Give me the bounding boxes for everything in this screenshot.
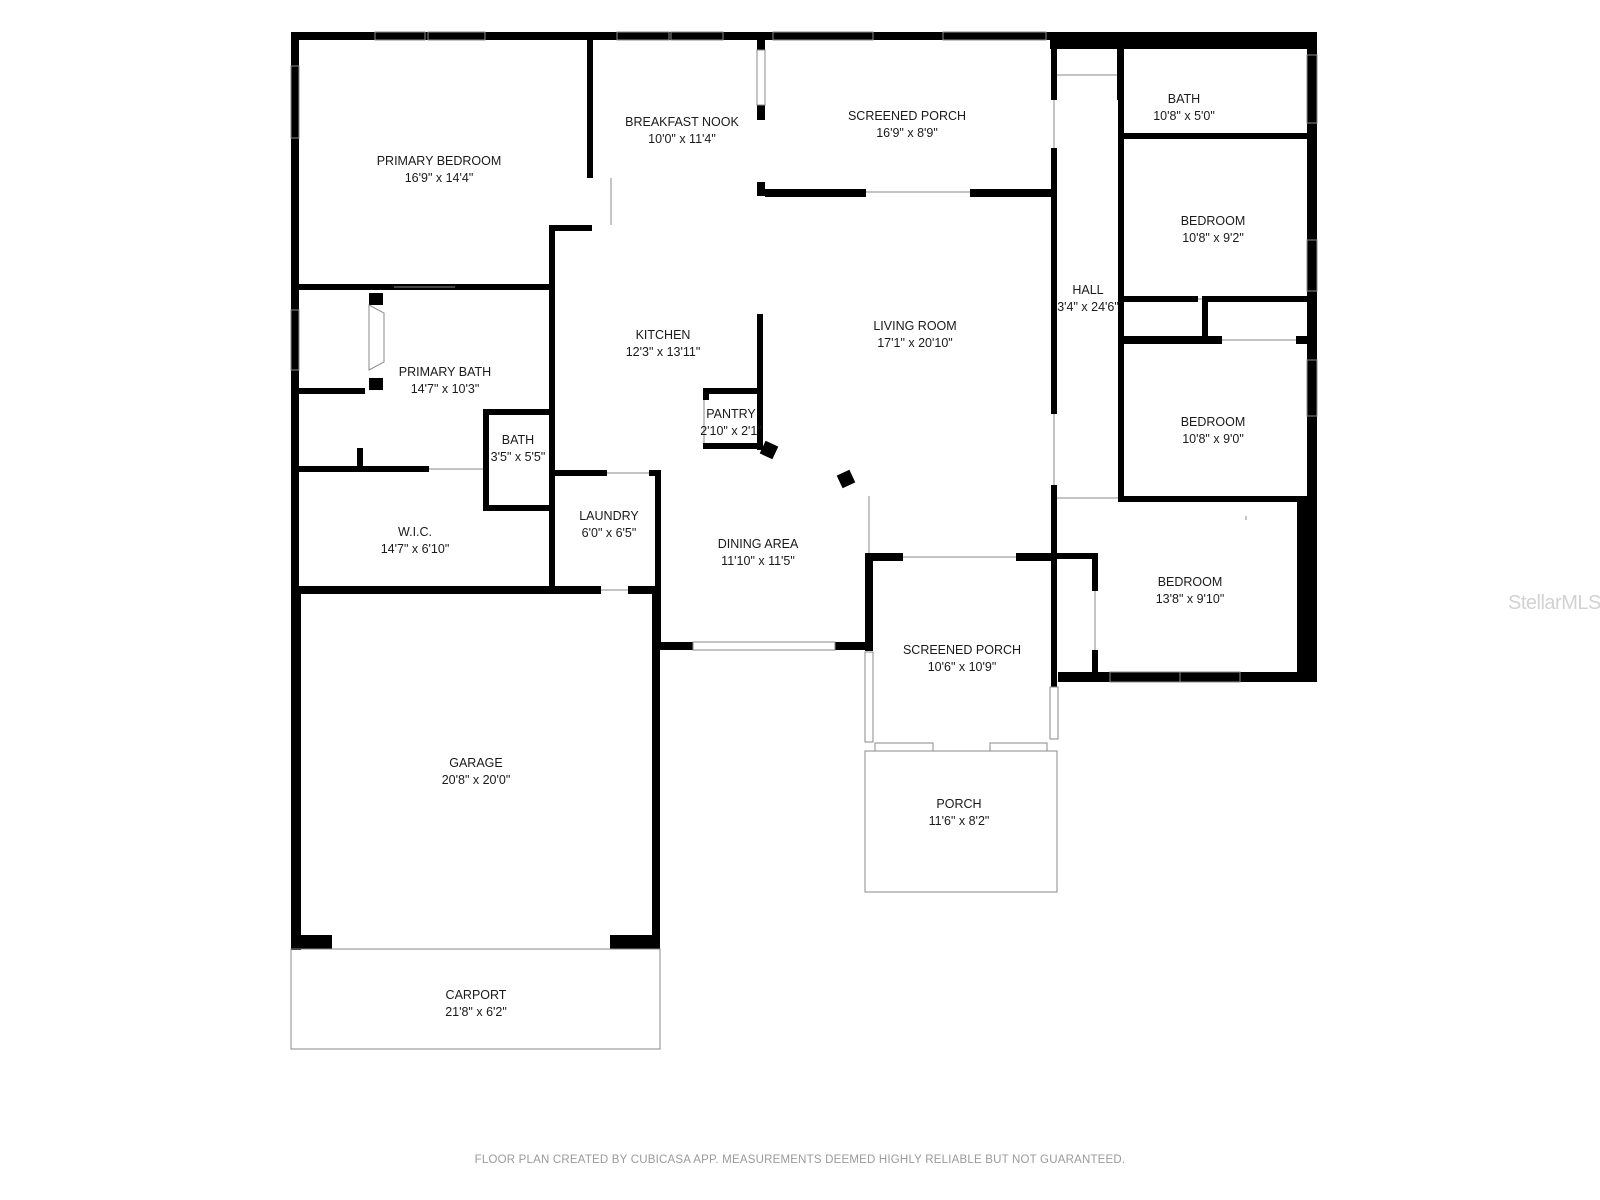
room-dims-breakfast-nook: 10'0" x 11'4" bbox=[648, 132, 716, 146]
room-dims-primary-bedroom: 16'9" x 14'4" bbox=[405, 171, 474, 185]
room-dims-dining-area: 11'10" x 11'5" bbox=[721, 554, 795, 568]
room-dims-bedroom-2: 10'8" x 9'0" bbox=[1182, 432, 1244, 446]
room-dims-bath-small: 3'5" x 5'5" bbox=[491, 450, 546, 464]
room-name-breakfast-nook: BREAKFAST NOOK bbox=[625, 115, 739, 129]
footer-disclaimer: FLOOR PLAN CREATED BY CUBICASA APP. MEAS… bbox=[474, 1154, 1126, 1166]
room-name-screened-porch-bottom: SCREENED PORCH bbox=[903, 643, 1021, 657]
room-name-garage: GARAGE bbox=[449, 756, 503, 770]
room-dims-carport: 21'8" x 6'2" bbox=[445, 1005, 507, 1019]
room-dims-bedroom-1: 10'8" x 9'2" bbox=[1182, 231, 1244, 245]
room-dims-garage: 20'8" x 20'0" bbox=[442, 773, 511, 787]
room-dims-kitchen: 12'3" x 13'11" bbox=[626, 345, 701, 359]
room-dims-hall: 3'4" x 24'6" bbox=[1057, 300, 1119, 314]
room-name-bedroom-3: BEDROOM bbox=[1158, 575, 1223, 589]
walls bbox=[291, 32, 1317, 950]
room-name-kitchen: KITCHEN bbox=[636, 328, 691, 342]
room-name-laundry: LAUNDRY bbox=[579, 509, 639, 523]
room-dims-primary-bath: 14'7" x 10'3" bbox=[411, 382, 480, 396]
room-name-primary-bedroom: PRIMARY BEDROOM bbox=[377, 154, 502, 168]
room-name-primary-bath: PRIMARY BATH bbox=[399, 365, 491, 379]
room-name-bedroom-2: BEDROOM bbox=[1181, 415, 1246, 429]
room-dims-porch: 11'6" x 8'2" bbox=[929, 814, 990, 828]
room-dims-wic: 14'7" x 6'10" bbox=[381, 542, 450, 556]
room-dims-pantry: 2'10" x 2'1" bbox=[700, 424, 762, 438]
room-name-wic: W.I.C. bbox=[398, 525, 432, 539]
room-name-dining-area: DINING AREA bbox=[718, 537, 799, 551]
room-name-hall: HALL bbox=[1072, 283, 1103, 297]
room-name-living-room: LIVING ROOM bbox=[873, 319, 956, 333]
room-name-bedroom-1: BEDROOM bbox=[1181, 214, 1246, 228]
watermark: StellarMLS bbox=[1508, 592, 1600, 614]
room-name-screened-porch-top: SCREENED PORCH bbox=[848, 109, 966, 123]
room-name-porch: PORCH bbox=[936, 797, 981, 811]
room-labels: PRIMARY BEDROOM 16'9" x 14'4" BREAKFAST … bbox=[377, 92, 1246, 1019]
room-dims-laundry: 6'0" x 6'5" bbox=[582, 526, 637, 540]
room-name-bath-top: BATH bbox=[1168, 92, 1200, 106]
room-dims-bath-top: 10'8" x 5'0" bbox=[1153, 109, 1215, 123]
room-dims-living-room: 17'1" x 20'10" bbox=[877, 336, 953, 350]
room-name-carport: CARPORT bbox=[446, 988, 507, 1002]
room-dims-bedroom-3: 13'8" x 9'10" bbox=[1156, 592, 1225, 606]
windows bbox=[290, 31, 1318, 1050]
room-dims-screened-porch-top: 16'9" x 8'9" bbox=[876, 126, 938, 140]
room-name-bath-small: BATH bbox=[502, 433, 534, 447]
room-dims-screened-porch-bottom: 10'6" x 10'9" bbox=[928, 660, 997, 674]
room-name-pantry: PANTRY bbox=[706, 407, 756, 421]
